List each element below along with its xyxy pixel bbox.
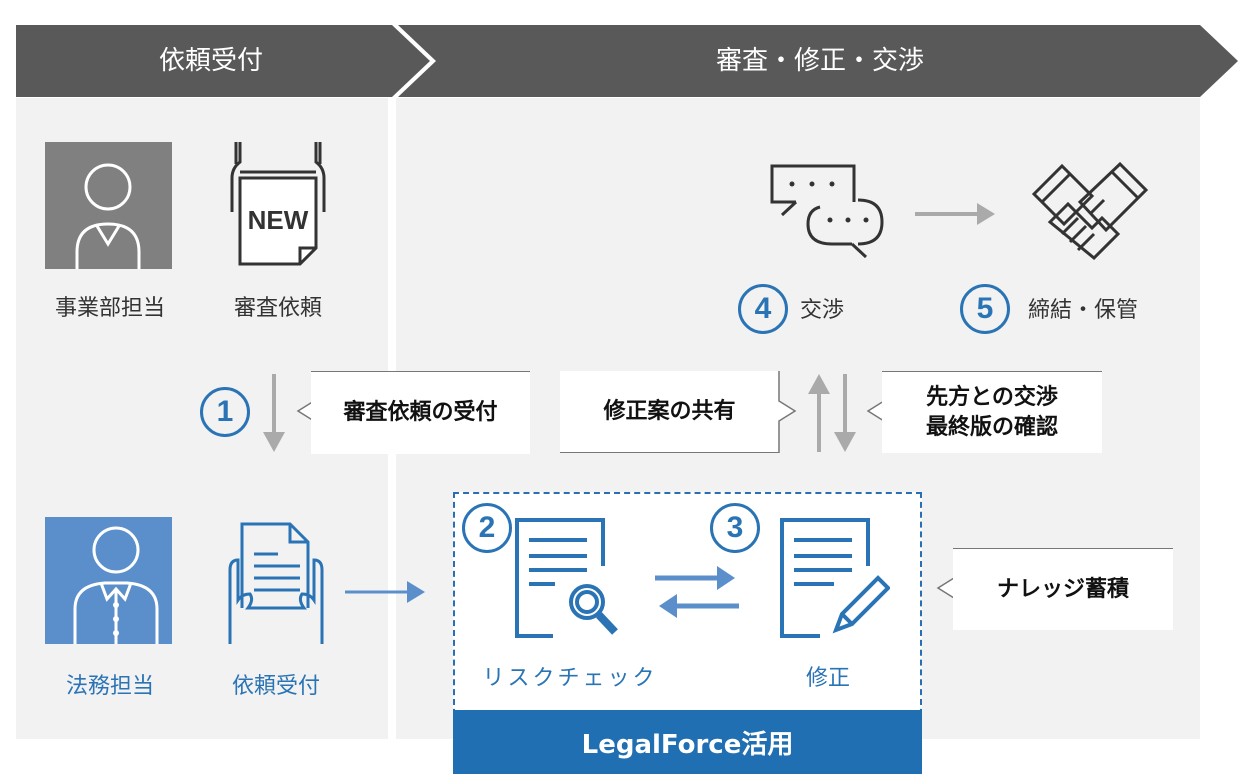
label-business-dept: 事業部担当 (54, 296, 165, 321)
right-arrow-blue-icon (345, 581, 425, 603)
up-down-arrows-icon (808, 374, 856, 452)
label-legal-staff: 法務担当 (65, 674, 154, 699)
label-sign-store: 締結・保管 (1028, 298, 1139, 323)
legalforce-banner: LegalForce活用 (453, 710, 922, 774)
header-stage2-shape (398, 25, 1238, 97)
document-in-hands-icon (228, 522, 324, 644)
callout-share-revision: 修正案の共有 (560, 371, 779, 453)
legal-person-icon (45, 517, 172, 644)
stage-title-review: 審査・修正・交渉 (715, 46, 924, 76)
process-header (16, 25, 1238, 97)
step-number-4: 4 (738, 284, 788, 334)
bidirectional-arrows-icon (655, 566, 739, 618)
header-stage1-shape (16, 25, 430, 97)
new-document-icon: NEW (228, 142, 328, 272)
down-arrow-icon (263, 374, 285, 452)
handshake-icon (1032, 162, 1148, 261)
label-negotiation: 交渉 (800, 298, 845, 323)
risk-check-icon (515, 518, 618, 638)
callout-negotiation-line2: 最終版の確認 (925, 414, 1058, 440)
step-number-1: 1 (200, 387, 250, 437)
step-number-3: 3 (710, 503, 760, 553)
edit-document-icon (780, 518, 890, 638)
callout-negotiation-line1: 先方との交渉 (926, 384, 1058, 410)
callout-knowledge: ナレッジ蓄積 (953, 548, 1173, 630)
label-risk-check: リスクチェック (482, 666, 658, 691)
right-arrow-icon (915, 203, 995, 225)
callout-negotiation: 先方との交渉 最終版の確認 (882, 371, 1102, 453)
callout-notch-right (778, 371, 797, 453)
chat-bubbles-icon (770, 164, 884, 259)
svg-text:NEW: NEW (248, 205, 309, 235)
label-revision: 修正 (805, 666, 850, 691)
callout-request-receipt: 審査依頼の受付 (311, 371, 530, 454)
step-number-5: 5 (960, 284, 1010, 334)
stage-title-request: 依頼受付 (158, 46, 263, 76)
business-person-icon (45, 142, 172, 269)
label-request-received: 依頼受付 (231, 674, 320, 699)
label-review-request: 審査依頼 (233, 296, 322, 321)
step-number-2: 2 (462, 503, 512, 553)
